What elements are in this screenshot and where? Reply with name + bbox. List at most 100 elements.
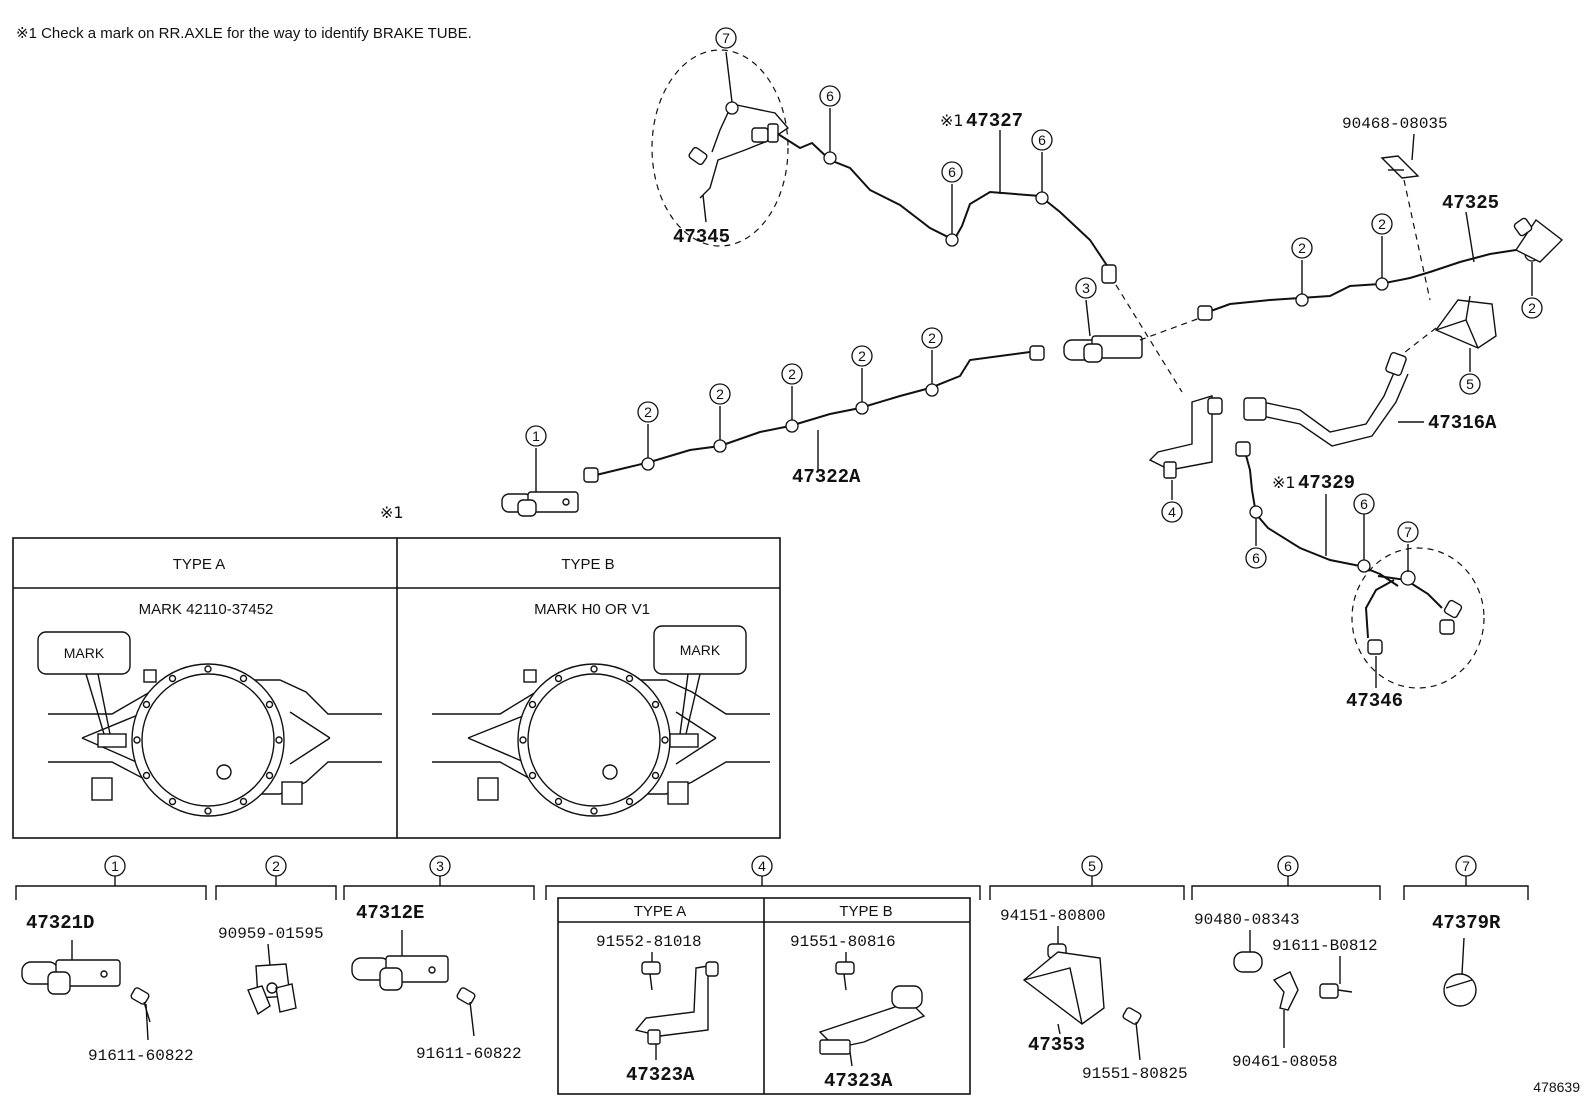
legend-4a-part-a: 91552-81018 xyxy=(596,933,702,951)
bolt-hole xyxy=(528,700,537,709)
callout-type-a-text: MARK xyxy=(64,645,105,661)
bolt-hole xyxy=(554,797,563,806)
legend-3-clamp xyxy=(351,930,449,991)
legend-1-clamp xyxy=(21,940,121,995)
callout-6-d: 6 xyxy=(1252,550,1260,566)
bolt-hole xyxy=(625,674,634,683)
bolt-hole xyxy=(519,736,527,744)
axle-b-mark-tag xyxy=(669,733,699,748)
bolt-hole xyxy=(275,736,283,744)
axle-b-bolt-ring xyxy=(519,665,669,815)
bolt-hole xyxy=(265,700,274,709)
legend-5-part-b: 47353 xyxy=(1028,1034,1085,1056)
legend-6-part-a: 90480-08343 xyxy=(1194,911,1300,929)
legend-5-part-a: 94151-80800 xyxy=(1000,907,1106,925)
bolt-hole xyxy=(142,700,151,709)
legend-2-part-a: 90959-01595 xyxy=(218,925,324,943)
bracket-4-on-diagram xyxy=(1148,395,1223,479)
right-wheel-brake-assembly xyxy=(1351,547,1485,689)
part-47322A: 47322A xyxy=(792,466,861,488)
callout-2-f: 2 xyxy=(1298,240,1306,256)
legend-5-bolt xyxy=(1122,1007,1142,1061)
axle-a-mark-tag xyxy=(97,733,127,748)
clamp-3-on-tube xyxy=(1063,335,1143,363)
legend-4-type-b-title: TYPE B xyxy=(839,903,892,920)
tube-47325 xyxy=(1207,249,1517,313)
diagram-id: 478639 xyxy=(1533,1079,1580,1095)
callout-6-a: 6 xyxy=(826,88,834,104)
bolt-hole xyxy=(625,797,634,806)
legend-6-part-c: 90461-08058 xyxy=(1232,1053,1338,1071)
bolt-hole xyxy=(204,665,212,673)
legend-4b-part-b: 47323A xyxy=(824,1070,893,1092)
legend-7-part-a: 47379R xyxy=(1432,912,1501,934)
callout-1-on-diagram: 1 xyxy=(532,428,540,444)
node-7-left xyxy=(725,101,739,115)
callout-3-on-diagram: 3 xyxy=(1082,280,1090,296)
legend-3-part-a: 47312E xyxy=(356,902,424,924)
callout-2-c: 2 xyxy=(788,366,796,382)
tube-47322A xyxy=(591,351,1031,477)
callout-7-top-label: 7 xyxy=(722,30,730,46)
type-box-ref: ※1 xyxy=(380,503,404,522)
legend-4a-bracket xyxy=(634,952,719,1060)
header-note: ※1 Check a mark on RR.AXLE for the way t… xyxy=(16,25,472,42)
bolt-hole xyxy=(239,797,248,806)
legend-7-number: 7 xyxy=(1462,858,1470,874)
bolt-hole xyxy=(554,674,563,683)
bolt-hole xyxy=(661,736,669,744)
type-b-title: TYPE B xyxy=(561,556,614,573)
bolt-hole xyxy=(168,674,177,683)
part-47329: 47329 xyxy=(1298,472,1355,494)
bolt-hole xyxy=(590,665,598,673)
callout-2-a: 2 xyxy=(644,404,652,420)
legend-6-grommet xyxy=(1233,930,1263,973)
legend-5-bracket xyxy=(1022,926,1105,1035)
clip-90468 xyxy=(1380,155,1420,179)
legend-3-number: 3 xyxy=(436,858,444,874)
legend-4-number: 4 xyxy=(758,858,766,874)
bolt-hole xyxy=(168,797,177,806)
legend-6-number: 6 xyxy=(1284,858,1292,874)
left-drum-outline xyxy=(651,49,789,247)
callout-box-type-a xyxy=(37,631,131,675)
part-90468-08035: 90468-08035 xyxy=(1342,115,1448,133)
callout-6-c: 6 xyxy=(1038,132,1046,148)
bolt-hole xyxy=(142,771,151,780)
legend-1-number: 1 xyxy=(111,858,119,874)
legend-6-part-b: 91611-B0812 xyxy=(1272,937,1378,955)
callout-6-e: 6 xyxy=(1360,496,1368,512)
legend-3-part-b: 91611-60822 xyxy=(416,1045,522,1063)
part-47316A: 47316A xyxy=(1428,412,1497,434)
callout-7-top xyxy=(715,27,737,49)
bolt-hole xyxy=(265,771,274,780)
callout-type-b-text: MARK xyxy=(680,642,721,658)
legend-2-number: 2 xyxy=(272,858,280,874)
callout-5-on-diagram: 5 xyxy=(1466,376,1474,392)
part-47345: 47345 xyxy=(673,226,730,248)
callout-7-right: 7 xyxy=(1404,524,1412,540)
type-b-mark-text: MARK H0 OR V1 xyxy=(534,601,650,618)
legend-2-clip xyxy=(247,943,297,1016)
bolt-hole xyxy=(133,736,141,744)
part-47325: 47325 xyxy=(1442,192,1499,214)
bracket-5-on-diagram xyxy=(1434,295,1497,349)
bolt-hole xyxy=(239,674,248,683)
axle-a-bolt-ring xyxy=(133,665,283,815)
legend-6-clip xyxy=(1272,971,1299,1048)
type-a-mark-text: MARK 42110-37452 xyxy=(139,601,274,618)
bolt-hole xyxy=(204,807,212,815)
legend-4-type-a-title: TYPE A xyxy=(634,903,687,920)
legend-4b-bracket xyxy=(818,952,926,1067)
callout-2-e: 2 xyxy=(928,330,936,346)
callout-2-b: 2 xyxy=(716,386,724,402)
bolt-hole xyxy=(651,700,660,709)
callout-4-on-diagram: 4 xyxy=(1168,504,1176,520)
legend-5-number: 5 xyxy=(1088,858,1096,874)
part-47329-prefix: ※1 xyxy=(1272,473,1296,492)
legend-3-bolt xyxy=(456,987,476,1037)
bolt-hole xyxy=(651,771,660,780)
clamp-1-on-tube xyxy=(501,491,579,517)
legend-7-cap xyxy=(1443,937,1477,1007)
